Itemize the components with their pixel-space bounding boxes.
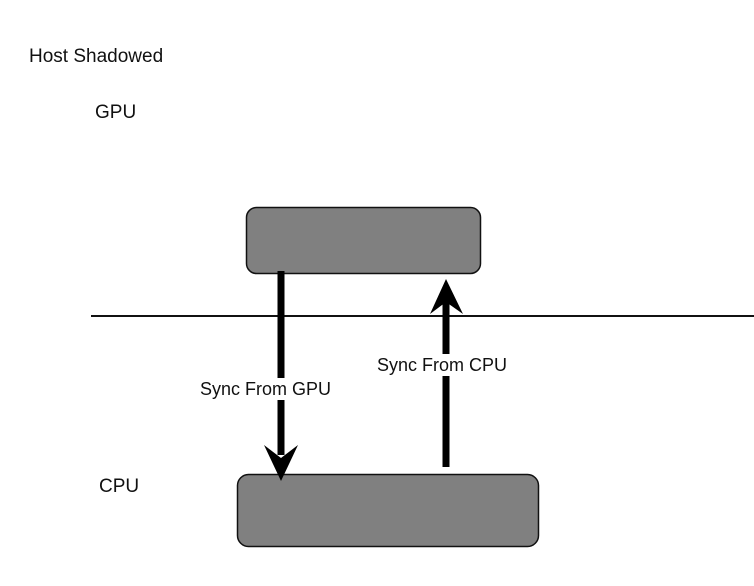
gpu-memory-box[interactable] bbox=[245, 206, 482, 275]
arrow-up-icon bbox=[430, 279, 463, 314]
sync-from-gpu-arrow bbox=[264, 271, 298, 481]
sync-from-gpu-label: Sync From GPU bbox=[200, 378, 332, 400]
sync-from-cpu-label: Sync From CPU bbox=[377, 354, 508, 376]
cpu-region-label: CPU bbox=[99, 476, 140, 497]
diagram-title: Host Shadowed bbox=[29, 46, 164, 67]
arrow-down-icon bbox=[264, 445, 298, 481]
cpu-memory-box[interactable] bbox=[236, 473, 540, 548]
gpu-region-label: GPU bbox=[95, 102, 137, 123]
sync-from-cpu-arrow bbox=[430, 279, 463, 467]
